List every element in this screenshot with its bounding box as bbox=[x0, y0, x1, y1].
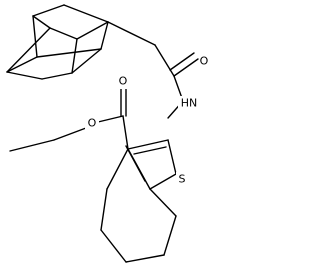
bond bbox=[53, 127, 87, 141]
bond bbox=[163, 215, 177, 256]
bond bbox=[32, 15, 51, 29]
bond bbox=[100, 188, 108, 231]
bond bbox=[125, 254, 165, 263]
bond bbox=[32, 4, 65, 17]
bond bbox=[49, 27, 78, 40]
adamantane-cage bbox=[6, 4, 109, 80]
bond bbox=[76, 21, 109, 40]
bond bbox=[71, 48, 102, 74]
bond bbox=[97, 115, 124, 123]
bond bbox=[9, 139, 55, 152]
acetamide-linker bbox=[107, 21, 199, 119]
bond bbox=[36, 48, 102, 58]
atom-label-ester-carbonyl-oxygen: O bbox=[119, 75, 128, 88]
double-bond bbox=[133, 146, 167, 155]
thiophene-ring bbox=[125, 139, 177, 190]
bond bbox=[63, 4, 109, 23]
bond bbox=[127, 139, 169, 150]
bond bbox=[6, 71, 43, 80]
bond bbox=[6, 27, 51, 73]
bond bbox=[122, 115, 129, 150]
double-bond bbox=[173, 58, 199, 77]
bond bbox=[71, 38, 78, 74]
bond bbox=[100, 229, 127, 263]
bond bbox=[154, 44, 175, 77]
bond bbox=[106, 148, 129, 190]
bond bbox=[149, 188, 177, 217]
bond bbox=[41, 72, 73, 80]
bond bbox=[167, 139, 177, 175]
atom-label-thiophene-sulfur: S bbox=[179, 173, 186, 186]
double-bond bbox=[125, 145, 146, 182]
double-bond bbox=[169, 52, 195, 71]
cyclohexene-ring bbox=[100, 148, 177, 263]
bond bbox=[107, 21, 156, 46]
bond bbox=[149, 173, 177, 190]
bond bbox=[6, 56, 38, 73]
molecule-structure: O HN O O S bbox=[6, 4, 209, 263]
ethyl-ester bbox=[9, 79, 129, 152]
atom-label-carbonyl-oxygen: O bbox=[200, 55, 209, 68]
bond bbox=[100, 21, 109, 50]
atom-label-amide-nh: HN bbox=[181, 97, 198, 110]
atom-labels: O HN O O S bbox=[85, 54, 209, 186]
bond bbox=[32, 15, 38, 58]
atom-label-ester-ether-oxygen: O bbox=[88, 117, 97, 130]
